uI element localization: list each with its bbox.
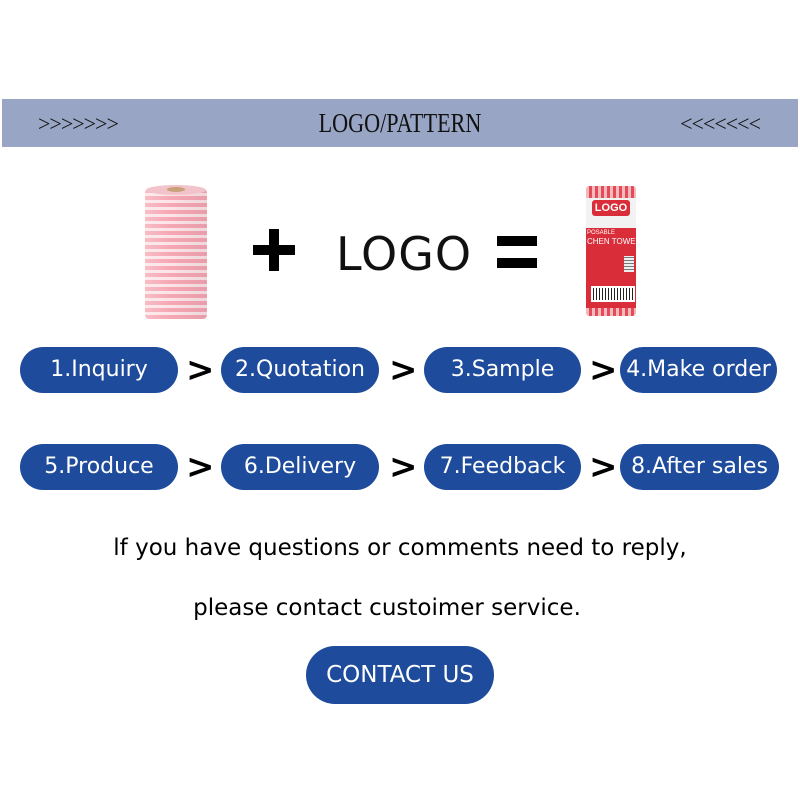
logo-pattern-banner: >>>>>>> LOGO/PATTERN <<<<<<< [2, 99, 798, 147]
arrows-left-decoration: <<<<<<< [680, 111, 761, 136]
package-stripe-top [586, 186, 636, 198]
step-separator-icon: > [589, 447, 618, 487]
barcode-icon [591, 286, 635, 302]
contact-us-button[interactable]: CONTACT US [306, 646, 494, 704]
step-separator-icon: > [589, 350, 618, 390]
equals-icon [497, 236, 537, 270]
logo-text: LOGO [336, 227, 473, 281]
step-delivery[interactable]: 6.Delivery [221, 444, 379, 490]
plus-icon [253, 229, 295, 271]
branded-roll-image: LOGO POSABLE CHEN TOWE [586, 186, 636, 316]
step-separator-icon: > [186, 447, 215, 487]
banner-title: LOGO/PATTERN [318, 108, 482, 138]
step-after-sales[interactable]: 8.After sales [620, 444, 779, 490]
arrows-right-decoration: >>>>>>> [38, 111, 119, 136]
package-text-line1: POSABLE [587, 230, 616, 236]
package-stripe-bottom [586, 308, 636, 316]
plain-roll-image [145, 185, 207, 321]
step-feedback[interactable]: 7.Feedback [424, 444, 581, 490]
step-separator-icon: > [186, 350, 215, 390]
roll-core [167, 187, 185, 192]
message-line-2: please contact custoimer service. [193, 595, 581, 621]
step-produce[interactable]: 5.Produce [20, 444, 178, 490]
package-text-line2: CHEN TOWE [587, 237, 636, 246]
step-separator-icon: > [389, 447, 418, 487]
package-logo-badge: LOGO [592, 200, 630, 216]
roll-body [145, 189, 207, 319]
step-separator-icon: > [389, 350, 418, 390]
step-inquiry[interactable]: 1.Inquiry [20, 347, 178, 393]
message-line-1: lf you have questions or comments need t… [113, 535, 687, 561]
step-quotation[interactable]: 2.Quotation [221, 347, 379, 393]
step-sample[interactable]: 3.Sample [424, 347, 581, 393]
qr-code-icon [624, 256, 634, 272]
step-make-order[interactable]: 4.Make order [620, 347, 777, 393]
